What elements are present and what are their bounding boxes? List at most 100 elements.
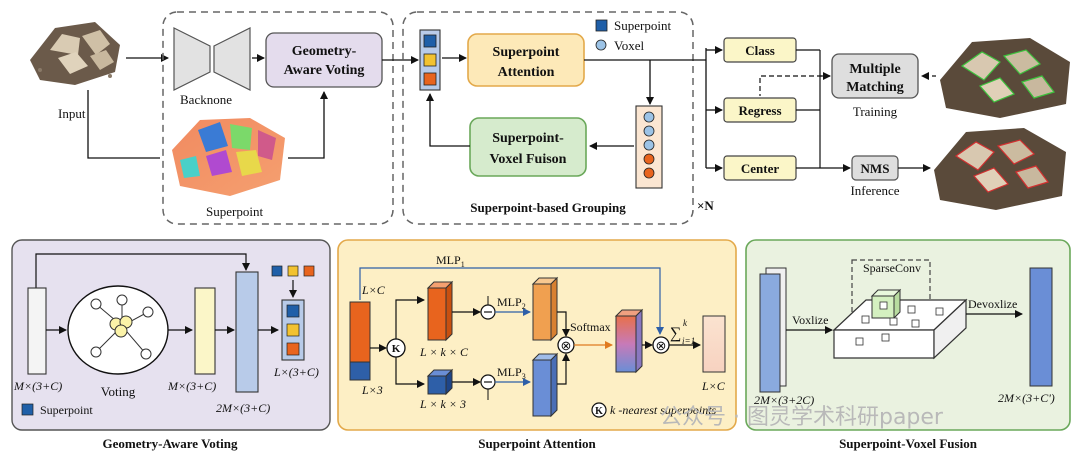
gav-box [265,32,383,88]
grouping-title: Superpoint-based Grouping [470,200,626,215]
feature-square-yellow [423,53,437,67]
repeat-label: ×N [697,198,714,213]
fusion-to-column-arrow [426,93,470,147]
mlp1-label: MLP1 [436,253,465,269]
mlp3-cube [531,352,559,418]
gav-top-square-blue [271,265,283,277]
knn-node-symbol: K [392,343,401,355]
voxel-dot-2 [643,125,655,137]
gav-mid-column [194,287,216,375]
gav-skip-arrow [35,253,250,288]
voting-graph [90,294,154,360]
gav-out-square-orange [286,342,300,356]
gav-concat-dim: 2M×(3+C) [216,401,270,415]
legend-voxel-text: Voxel [614,38,644,53]
knn-legend-symbol: K [595,406,603,417]
gav-top-square-yellow [287,265,299,277]
mlp2-to-mul [557,311,570,337]
mlp2-label: MLP2 [497,295,526,311]
center-head-label: Center [741,161,779,176]
devoxlize-label: Devoxlize [968,297,1017,311]
spa-panel-title: Superpoint Attention [478,436,596,451]
lkc-label: L × k × C [419,345,469,359]
sum-sup: k [683,318,688,328]
multiply-sign-2: ⊗ [656,338,667,353]
gav-out-square-blue [286,304,300,318]
knn-legend-node [591,402,607,418]
superpoint-label: Superpoint [206,204,263,219]
softmax-label: Softmax [570,320,611,334]
watermark-text: 公众号 · 图灵学术科研paper [660,405,944,430]
feature-square-orange [423,72,437,86]
fusion-box-line2: Voxel Fuison [490,152,567,167]
voxel-dot-4 [643,153,655,165]
grouping-dashed-group [402,11,694,225]
gav-legend-swatch [21,403,34,416]
training-label: Training [853,104,898,119]
knn-legend-text: k -nearest superpoints [610,403,717,417]
voxlize-label: Voxlize [792,313,828,327]
gav-box-line1: Geometry- [292,44,357,59]
voxel-cubes [855,301,944,346]
gav-box-line2: Aware Voting [284,63,365,78]
gav-top-square-orange [303,265,315,277]
spa-feature-block [349,301,371,363]
gav-input-dim: M×(3+C) [13,379,62,393]
gav-legend-text: Superpoint [40,403,93,417]
voxel-dot-1 [643,111,655,123]
training-prediction-image [940,38,1070,118]
softmax-cube [614,308,644,374]
voting-label: Voting [101,384,136,399]
legend-superpoint-text: Superpoint [614,18,671,33]
spa-lc-label: L×C [361,283,386,297]
fusion-box-line1: Superpoint- [492,131,564,146]
nms-label: NMS [861,161,890,176]
superpoint-segmentation-image [172,118,285,196]
matching-line1: Multiple [849,62,900,77]
backbone-encoder-shape [173,27,211,91]
backbone-decoder-shape [213,27,251,91]
matching-line2: Matching [846,80,904,95]
knn-to-feature-cube [395,296,425,339]
sum-sub: i=1 [682,336,695,346]
gav-concat-column [235,271,259,393]
feature-square-blue [423,34,437,48]
sparseconv-kernel [870,288,902,320]
svf-input-column [759,273,781,393]
sparseconv-label: SparseConv [863,261,921,275]
regress-head-label: Regress [738,103,781,118]
input-pointcloud-image [30,22,120,85]
attention-box-line1: Superpoint [493,45,560,60]
voxel-dot-3 [643,139,655,151]
mlp3-to-mul [557,353,570,385]
svf-panel-title: Superpoint-Voxel Fusion [839,436,978,451]
class-head-label: Class [745,43,775,58]
legend-voxel-swatch [595,39,607,51]
spa-output-dim: L×C [701,379,726,393]
backbone-dashed-group [162,11,394,225]
backbone-label: Backnone [180,92,232,107]
voxel-dot-5 [643,167,655,179]
spa-coord-block [349,361,371,381]
mlp1-path [359,267,664,335]
gav-input-column [27,287,47,375]
svf-output-dim: 2M×(3+C') [998,391,1055,405]
input-label: Input [58,106,86,121]
gav-output-dim: L×(3+C) [273,365,319,379]
knn-to-coord-cube [395,357,425,388]
matching-feedback-dashed [759,75,830,96]
gav-mid-dim: M×(3+C) [167,379,216,393]
multiply-sign-1: ⊗ [561,338,572,353]
lk3-cube [426,368,454,396]
inference-prediction-image [934,128,1066,210]
spa-output-block [702,315,726,373]
inference-label: Inference [850,183,899,198]
legend-superpoint-swatch [595,19,608,32]
input-to-superpoint-line [87,90,160,159]
superpoint-voxel-fusion-box [469,117,587,177]
sum-symbol: ∑ [670,325,681,342]
svf-input-dim: 2M×(3+2C) [754,393,814,407]
spa-l3-label: L×3 [361,383,383,397]
